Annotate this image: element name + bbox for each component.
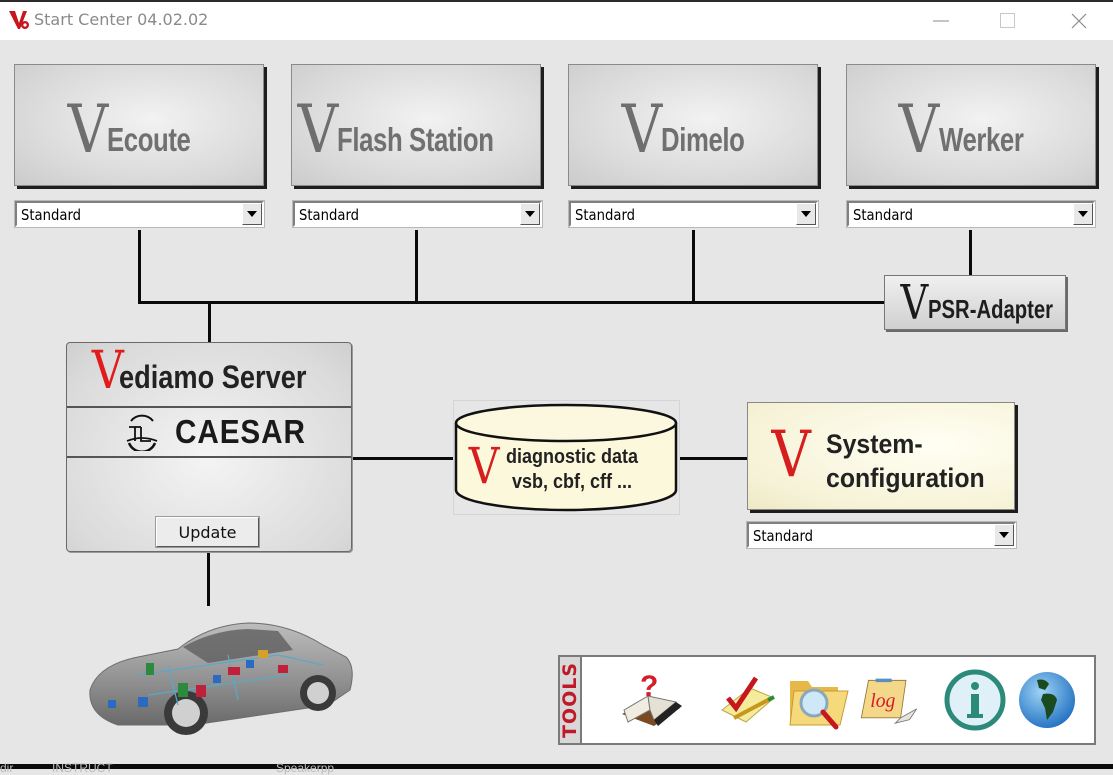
- chevron-down-icon[interactable]: [242, 203, 262, 225]
- chevron-down-icon[interactable]: [796, 203, 816, 225]
- app-name: Dimelo: [661, 121, 745, 158]
- folder-search-icon: [789, 681, 849, 730]
- diagnostic-data-label: diagnostic data vsb, cbf, cff ...: [506, 445, 638, 495]
- tools-label-text: TOOLS: [559, 661, 581, 739]
- server-title: Vediamo Server: [89, 341, 339, 401]
- taskbar-item[interactable]: INSTRUCT: [52, 761, 113, 775]
- chevron-down-icon[interactable]: [1073, 203, 1093, 225]
- app-logo-v: V: [67, 91, 108, 168]
- psr-adapter-label: PSR-Adapter: [927, 294, 1053, 324]
- caesar-row[interactable]: CAESAR: [123, 413, 320, 451]
- app-name: Ecoute: [107, 121, 191, 158]
- diagnostic-line-2: vsb, cbf, cff ...: [512, 471, 633, 493]
- caesar-label: CAESAR: [175, 413, 306, 450]
- log-button[interactable]: log: [856, 663, 922, 737]
- search-folder-button[interactable]: [786, 663, 852, 737]
- globe-icon: [1019, 672, 1075, 728]
- checklist-button[interactable]: [716, 663, 782, 737]
- log-folder-icon: log: [860, 678, 918, 725]
- connector-line: [692, 230, 695, 304]
- connector-bus: [138, 301, 886, 304]
- title-bar: Start Center 04.02.02: [0, 0, 1113, 40]
- close-button[interactable]: [1056, 2, 1102, 40]
- vediamo-server-panel: Vediamo Server CAESAR Update: [66, 342, 352, 552]
- app-name: Werker: [938, 121, 1024, 158]
- app-logo-v: V: [898, 91, 940, 168]
- profile-select-werker[interactable]: Standard: [846, 200, 1096, 228]
- app-tile-ecoute[interactable]: V Ecoute: [14, 64, 264, 186]
- server-title-text: ediamo Server: [118, 359, 307, 395]
- update-button[interactable]: Update: [155, 516, 260, 548]
- diagnostic-line-1: diagnostic data: [506, 446, 639, 468]
- chevron-down-icon[interactable]: [520, 203, 540, 225]
- psr-adapter-button[interactable]: V PSR-Adapter: [884, 275, 1066, 330]
- help-button[interactable]: ?: [618, 663, 684, 737]
- minimize-button[interactable]: [918, 2, 964, 40]
- connector-line: [352, 457, 454, 460]
- profile-select-dimelo[interactable]: Standard: [568, 200, 819, 228]
- profile-select-system-configuration[interactable]: Standard: [746, 521, 1017, 549]
- minimize-icon: [933, 20, 949, 22]
- tools-panel: TOOLS ? log: [558, 655, 1096, 745]
- checklist-icon: [721, 676, 775, 723]
- select-value: Standard: [853, 206, 914, 224]
- close-icon: [1071, 13, 1087, 29]
- syscfg-line-2: configuration: [826, 463, 985, 493]
- app-tile-werker[interactable]: V Werker: [846, 64, 1096, 186]
- psr-logo-v: V: [900, 274, 929, 331]
- server-logo-v: V: [91, 341, 124, 401]
- chevron-down-icon[interactable]: [994, 524, 1014, 546]
- info-button[interactable]: [942, 663, 1008, 737]
- taskbar-item[interactable]: dir: [0, 761, 14, 775]
- connector-line: [207, 552, 210, 606]
- svg-text:?: ?: [640, 670, 658, 703]
- taskbar-item[interactable]: Speakerpp: [276, 761, 335, 775]
- syscfg-line-1: System-: [826, 429, 923, 459]
- caesar-logo-icon: [126, 414, 158, 451]
- taskbar: dir INSTRUCT Speakerpp: [0, 761, 1113, 775]
- syscfg-logo-v: V: [771, 418, 811, 492]
- profile-select-flash-station[interactable]: Standard: [292, 200, 543, 228]
- database-cylinder-icon: [454, 403, 678, 512]
- tools-label: TOOLS: [559, 657, 582, 743]
- maximize-icon: [1000, 13, 1015, 28]
- connector-line: [680, 457, 748, 460]
- log-text: log: [870, 691, 895, 712]
- screen-edge: [0, 0, 1113, 2]
- app-tile-flash-station[interactable]: V Flash Station: [291, 64, 541, 186]
- diagnostic-logo-v: V: [468, 437, 500, 495]
- app-logo-icon: [9, 11, 29, 29]
- app-logo-v: V: [621, 91, 662, 168]
- window-title: Start Center 04.02.02: [34, 10, 209, 29]
- syscfg-label: System- configuration: [826, 427, 985, 495]
- internet-button[interactable]: [1014, 663, 1080, 737]
- app-logo-v: V: [297, 91, 338, 168]
- select-value: Standard: [299, 206, 360, 224]
- divider: [67, 406, 351, 408]
- profile-select-ecoute[interactable]: Standard: [14, 200, 265, 228]
- app-tile-dimelo[interactable]: V Dimelo: [568, 64, 818, 186]
- divider: [67, 456, 351, 458]
- app-name: Flash Station: [337, 121, 495, 158]
- system-configuration-button[interactable]: V System- configuration: [747, 402, 1015, 510]
- info-icon: [944, 669, 1006, 731]
- maximize-button[interactable]: [985, 2, 1031, 40]
- connector-line: [208, 301, 211, 342]
- connector-line: [415, 230, 418, 304]
- connector-line: [969, 230, 972, 275]
- vehicle-image[interactable]: [78, 605, 358, 740]
- help-book-icon: ?: [622, 670, 682, 726]
- connector-line: [138, 230, 141, 304]
- select-value: Standard: [21, 206, 82, 224]
- select-value: Standard: [753, 527, 814, 545]
- select-value: Standard: [575, 206, 636, 224]
- diagnostic-data-button[interactable]: V diagnostic data vsb, cbf, cff ...: [453, 400, 680, 515]
